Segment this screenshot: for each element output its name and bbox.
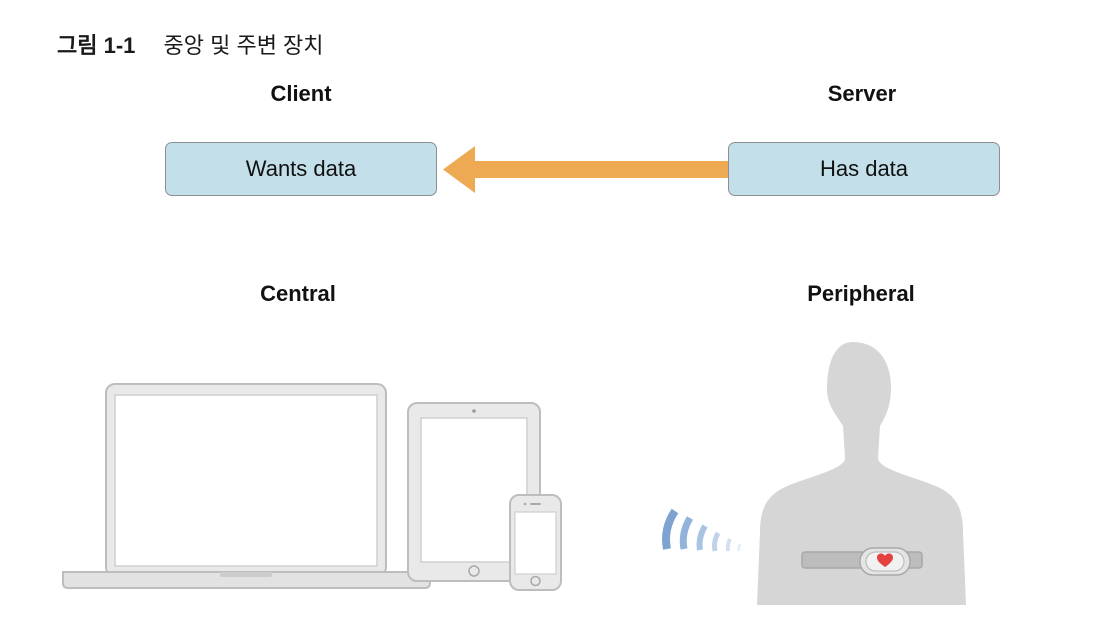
central-heading: Central (260, 281, 336, 306)
person-silhouette (757, 342, 966, 605)
client-heading: Client (270, 81, 332, 106)
server-heading: Server (827, 81, 897, 106)
figure-title: 중앙 및 주변 장치 (163, 33, 324, 58)
tablet-icon (407, 402, 541, 582)
server-box: Has data (728, 142, 1000, 196)
figure-number: 그림 1-1 (57, 33, 136, 58)
peripheral-heading: Peripheral (807, 281, 915, 306)
heart-icon (877, 553, 893, 567)
phone-icon (509, 494, 562, 591)
data-flow-arrow (443, 146, 728, 193)
heart-rate-strap-icon (801, 547, 923, 576)
figure-caption: 그림 1-1 중앙 및 주변 장치 (57, 28, 324, 60)
client-box: Wants data (165, 142, 437, 196)
laptop-icon (62, 383, 431, 589)
signal-waves-icon (662, 508, 742, 552)
